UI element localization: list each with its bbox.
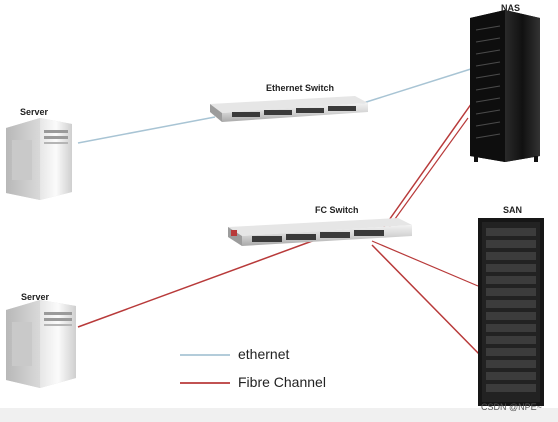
legend-ethernet-text: ethernet	[238, 346, 290, 362]
server-top-label: Server	[20, 107, 49, 117]
san-label: SAN	[503, 205, 523, 215]
legend-fibre-text: Fibre Channel	[238, 374, 326, 390]
bottom-strip	[0, 408, 558, 422]
ethernet-link-switch-nas	[359, 67, 475, 105]
nas-rack	[470, 10, 540, 162]
ethernet-switch	[210, 96, 368, 122]
watermark-text: CSDN @NPE~	[481, 402, 542, 412]
ethernet-switch-label: Ethernet Switch	[266, 83, 335, 93]
server-bottom-label: Server	[21, 292, 50, 302]
fibre-link-fcswitch-nas-2	[386, 117, 469, 231]
nas-label: NAS	[501, 3, 521, 13]
san-rack	[478, 218, 544, 406]
fibre-link-fcswitch-san	[371, 244, 483, 358]
ethernet-link-server-switch	[77, 116, 216, 144]
server-top	[6, 118, 72, 200]
ethernet-links	[77, 67, 475, 144]
fc-switch-label: FC Switch	[315, 205, 359, 215]
fibre-links	[77, 99, 483, 358]
fibre-link-server-fcswitch	[77, 239, 316, 328]
fc-switch	[228, 218, 412, 246]
fibre-link-fcswitch-san-2	[371, 240, 479, 287]
fibre-link-fcswitch-nas	[381, 99, 475, 231]
server-bottom	[6, 300, 76, 388]
